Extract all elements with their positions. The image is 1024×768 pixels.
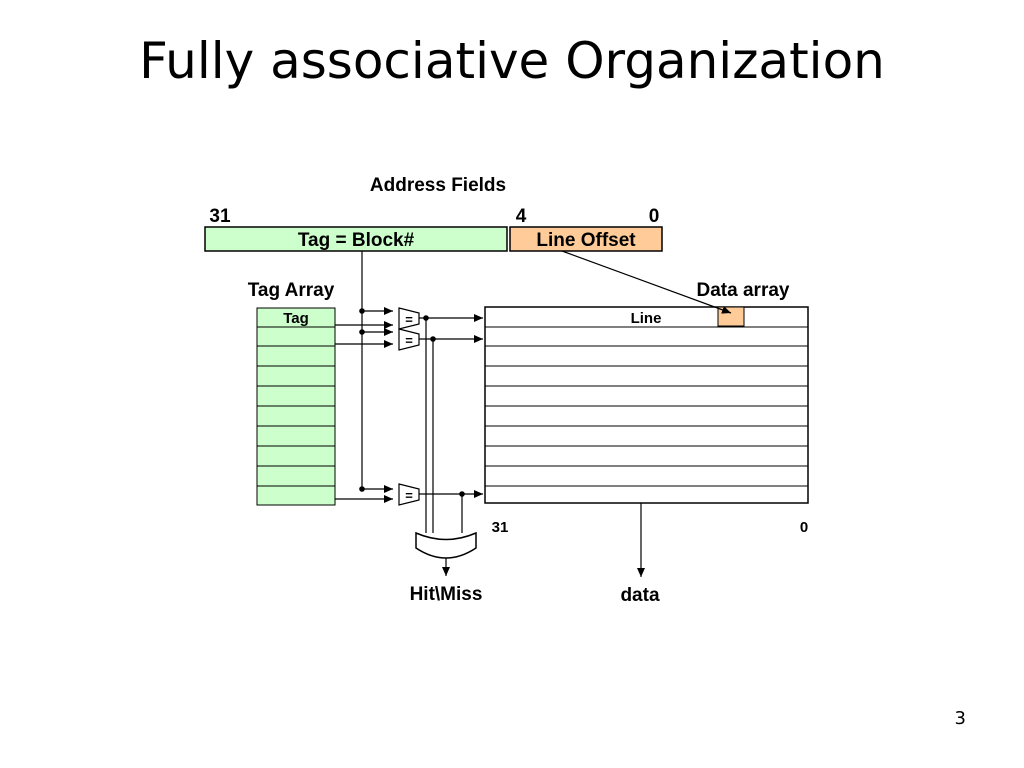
address-bit-4: 4 <box>516 206 527 227</box>
data-bit-0: 0 <box>800 519 808 536</box>
hit-miss-label: Hit\Miss <box>410 584 483 605</box>
tag-array <box>256 307 336 506</box>
address-fields-heading: Address Fields <box>370 175 506 196</box>
data-array <box>484 306 809 504</box>
or-gate <box>415 531 477 559</box>
junction-dots <box>359 308 465 497</box>
comparator-2-symbol: = <box>405 333 413 348</box>
tag-bus-wires <box>335 251 393 503</box>
data-output-label: data <box>620 585 660 606</box>
comparator-output-wires <box>419 314 483 533</box>
tag-array-label: Tag Array <box>248 280 335 301</box>
comparator-n-symbol: = <box>405 488 413 503</box>
address-bit-0: 0 <box>649 206 660 227</box>
line-offset-label: Line Offset <box>536 230 636 251</box>
line-offset-box <box>509 226 663 252</box>
address-bit-31: 31 <box>209 206 231 227</box>
comparator-n: = <box>398 483 420 506</box>
tag-field-label: Tag = Block# <box>298 230 415 251</box>
data-array-rows <box>485 326 808 487</box>
comparator-2: = <box>398 328 420 351</box>
page-number: 3 <box>954 708 966 729</box>
tag-entry-label: Tag <box>283 310 309 327</box>
offset-arrow <box>561 250 732 314</box>
data-line-label: Line <box>631 310 662 327</box>
slide-title: Fully associative Organization <box>139 32 885 90</box>
data-array-label: Data array <box>697 280 790 301</box>
comparator-1: = <box>398 307 420 330</box>
tag-field-box <box>204 226 508 252</box>
comparator-1-symbol: = <box>405 312 413 327</box>
data-bit-31: 31 <box>492 519 509 536</box>
